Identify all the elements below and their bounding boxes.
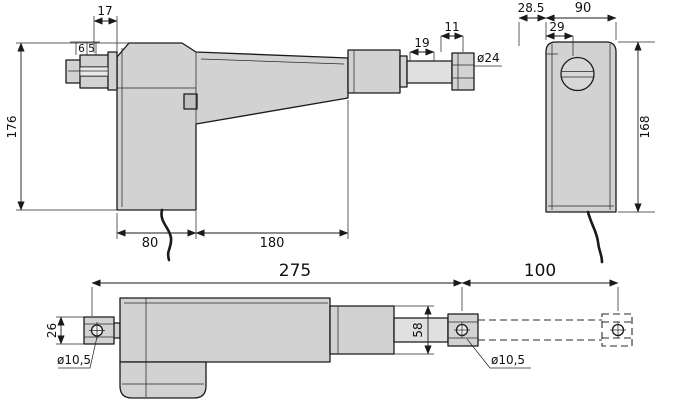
dim-28-5-90: 28.5 90 xyxy=(518,1,617,46)
dim-180-label: 180 xyxy=(260,236,285,251)
side-pivot-block xyxy=(183,93,198,110)
front-power-cable xyxy=(586,210,604,264)
dia-10-5-right-callout: ø10,5 xyxy=(466,338,531,369)
dim-11-label: 11 xyxy=(444,20,459,34)
dim-6-label: 6 xyxy=(78,43,85,55)
dim-17: 17 xyxy=(93,4,118,53)
dim-19: 19 xyxy=(409,36,435,61)
dia-10-5-left-leader-line xyxy=(58,336,98,369)
dia-24-callout: ø24 xyxy=(474,51,502,67)
side-collar xyxy=(399,55,408,88)
dim-176-extension-lines xyxy=(16,42,129,211)
dim-80-label: 80 xyxy=(142,236,159,251)
dim-29-label: 29 xyxy=(549,20,564,34)
side-power-cable xyxy=(160,208,173,262)
actuator-front-view: 28.5 90 29 168 xyxy=(518,1,655,264)
dim-19-label: 19 xyxy=(414,36,429,50)
bottom-extended-stroke-dashed xyxy=(478,313,633,347)
front-cap-slot-lines xyxy=(561,71,594,78)
dia-10-5-left-label: ø10,5 xyxy=(57,353,91,367)
dia-10-5-right-label: ø10,5 xyxy=(491,353,525,367)
side-detail-lines xyxy=(68,48,474,207)
dim-28-5-label: 28.5 xyxy=(518,1,545,15)
dim-26-label: 26 xyxy=(45,323,59,338)
dim-80-180: 80 180 xyxy=(116,100,349,251)
dia-10-5-left-callout: ø10,5 xyxy=(57,336,98,369)
dim-17-label: 17 xyxy=(97,4,112,18)
dim-26-extension-lines xyxy=(56,316,84,345)
dim-168: 168 xyxy=(618,41,655,213)
actuator-bottom-view: 275 100 26 58 ø10,5 ø10,5 xyxy=(45,261,633,399)
dim-19-extension-lines xyxy=(409,52,435,61)
actuator-side-view: 17 6 5 176 80 180 19 xyxy=(5,4,502,262)
dim-11: 11 xyxy=(440,20,464,52)
dim-6-5-lines xyxy=(70,41,100,55)
bottom-cylinder-tube xyxy=(329,305,395,355)
dim-90-label: 90 xyxy=(575,1,592,16)
dim-168-label: 168 xyxy=(638,116,652,139)
dim-275-100: 275 100 xyxy=(91,261,619,316)
dia-10-5-right-leader-line xyxy=(466,338,531,369)
front-body-outline xyxy=(545,41,617,213)
dim-29: 29 xyxy=(545,20,574,56)
dim-11-extension-lines xyxy=(440,36,464,52)
dim-58: 58 xyxy=(394,305,434,355)
front-manual-override-cap xyxy=(560,56,595,92)
side-body-outline xyxy=(116,42,349,211)
bottom-motor-pod xyxy=(119,361,207,399)
dim-6-5: 6 5 xyxy=(70,41,100,55)
side-rod-end-fitting xyxy=(451,52,475,91)
bottom-body xyxy=(119,297,331,363)
dia-24-label: ø24 xyxy=(477,51,500,65)
dim-5-label: 5 xyxy=(88,43,95,55)
side-cylinder-tube xyxy=(347,49,401,94)
dim-275-label: 275 xyxy=(279,261,311,281)
side-clevis-slot xyxy=(79,66,109,77)
dim-176-label: 176 xyxy=(5,116,19,139)
dim-58-label: 58 xyxy=(411,322,425,337)
side-piston-rod xyxy=(406,60,453,84)
dim-26: 26 xyxy=(45,316,84,345)
bottom-detail-lines xyxy=(84,298,626,397)
dim-176: 176 xyxy=(5,42,129,211)
dim-100-label: 100 xyxy=(524,261,556,281)
dim-275-100-extension-lines xyxy=(91,287,619,316)
front-detail-lines xyxy=(546,44,614,210)
dim-17-extension-lines xyxy=(93,16,118,53)
